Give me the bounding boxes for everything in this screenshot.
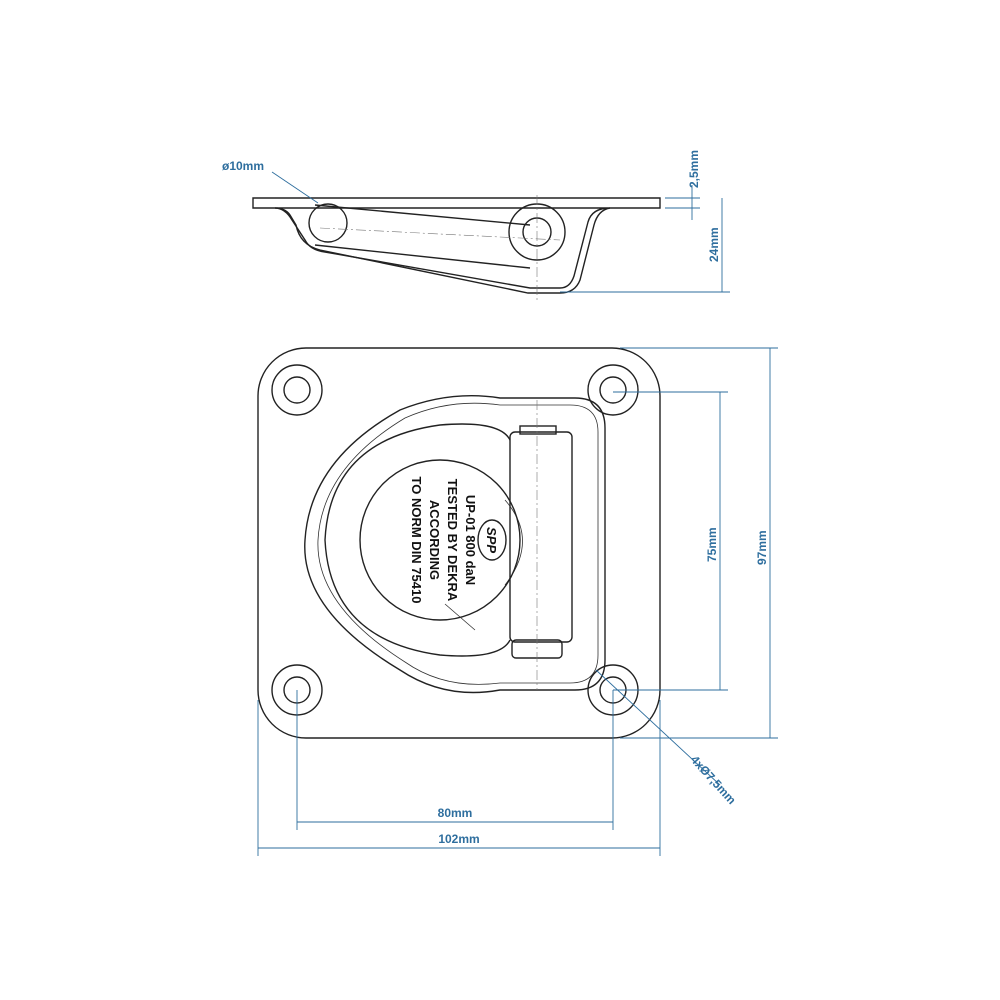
leader-line bbox=[271, 171, 319, 204]
ring-bar bbox=[314, 204, 531, 269]
hole-outer bbox=[587, 364, 639, 416]
dim-width-outer: 102mm bbox=[438, 832, 479, 846]
marking-disc bbox=[359, 459, 521, 621]
hole-inner bbox=[599, 376, 627, 404]
logo-badge bbox=[477, 519, 507, 561]
marking-line: UP-01 800 daN bbox=[463, 495, 478, 585]
marking: SPP UP-01 800 daN TESTED BY DEKRA ACCORD… bbox=[409, 477, 507, 604]
hinge-bar bbox=[509, 431, 573, 643]
logo-text: SPP bbox=[484, 527, 499, 553]
side-profile-shell bbox=[252, 197, 661, 294]
recess-outline bbox=[304, 395, 606, 694]
dim-holes: 4xØ7,5mm bbox=[688, 753, 739, 807]
dim-bar-diameter: ø10mm bbox=[222, 159, 264, 173]
bar-section bbox=[308, 203, 348, 243]
ring bbox=[324, 423, 511, 657]
marking-line: TO NORM DIN 75410 bbox=[409, 477, 424, 604]
hole-inner bbox=[283, 376, 311, 404]
marking-line: ACCORDING bbox=[427, 500, 442, 580]
side-profile-inner bbox=[274, 207, 611, 289]
marking-line: TESTED BY DEKRA bbox=[445, 479, 460, 602]
hinge-pin-top bbox=[519, 425, 557, 435]
top-view: SPP UP-01 800 daN TESTED BY DEKRA ACCORD… bbox=[257, 347, 778, 856]
side-view: ø10mm 2,5mm 24mm bbox=[222, 150, 730, 300]
dim-hole-spacing-x: 80mm bbox=[438, 806, 473, 820]
dim-height-outer: 97mm bbox=[755, 530, 769, 565]
dim-hole-spacing-y: 75mm bbox=[705, 527, 719, 562]
leader-line bbox=[595, 669, 721, 786]
dim-thickness: 2,5mm bbox=[687, 150, 701, 188]
recess-inner bbox=[317, 402, 599, 685]
dim-depth: 24mm bbox=[707, 227, 721, 262]
hole-outer bbox=[271, 364, 323, 416]
base-plate bbox=[257, 347, 661, 739]
wire bbox=[444, 603, 476, 631]
centerline bbox=[319, 227, 561, 241]
